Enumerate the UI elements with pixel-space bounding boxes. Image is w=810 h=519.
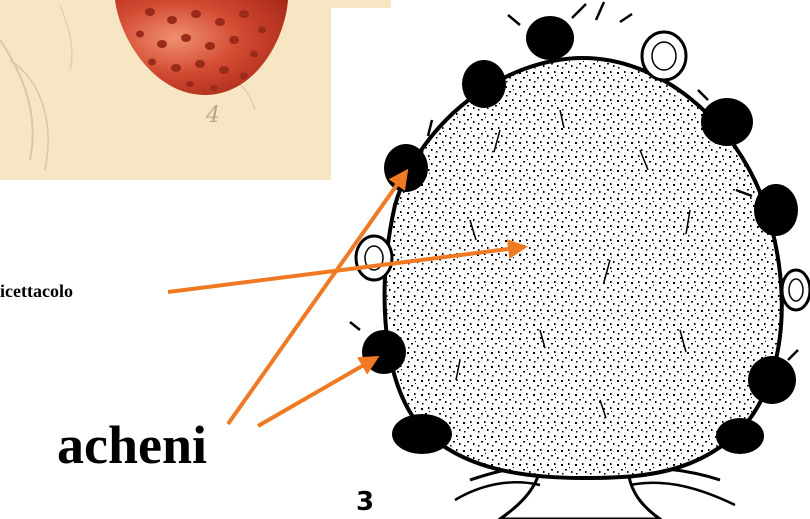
arrow-to-achene-lower (258, 358, 376, 426)
plate-number-right: 3 (356, 487, 374, 517)
receptacle-label: icettacolo (0, 282, 73, 300)
strawberry-painting-icon: 4 (0, 0, 391, 180)
plate-number-left: 4 (205, 103, 220, 128)
arrow-to-achene-upper (228, 172, 406, 424)
achenes-label: acheni (57, 418, 207, 472)
